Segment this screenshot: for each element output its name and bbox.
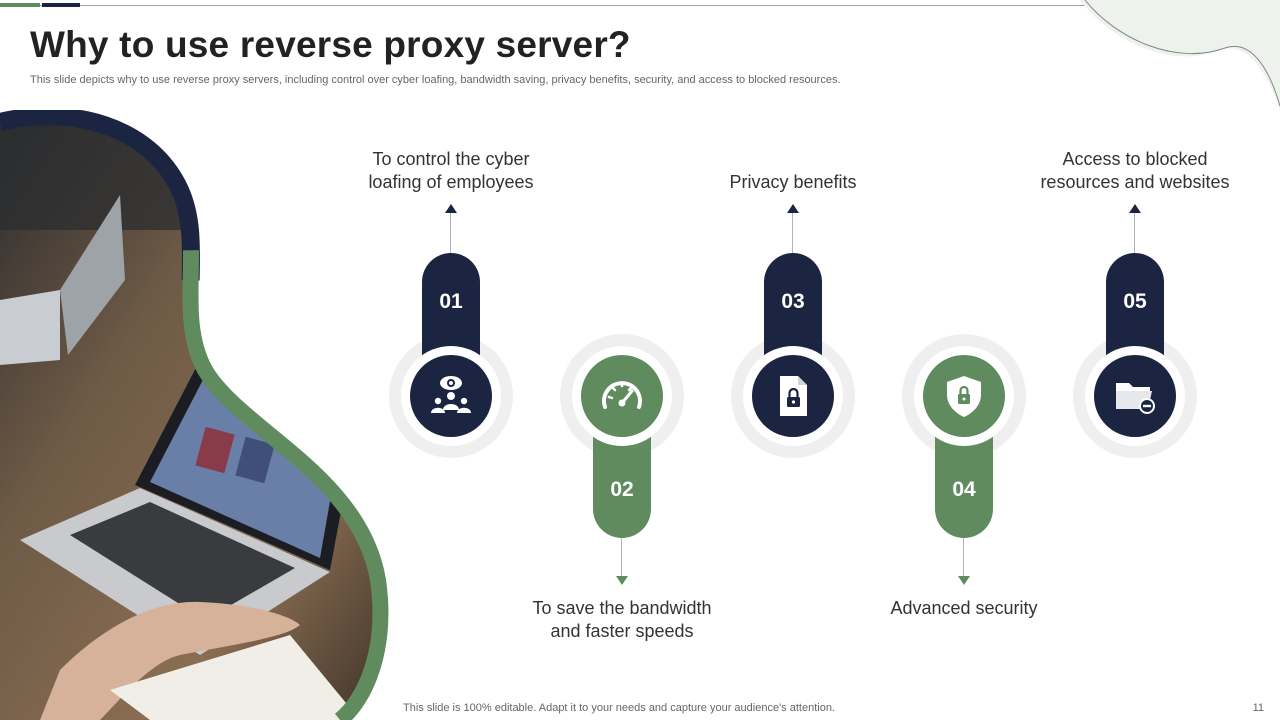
step-number: 02: [610, 478, 634, 501]
up-arrow-icon: [445, 204, 457, 213]
connector-line: [1134, 213, 1135, 255]
step-04: 04 Advanced security: [864, 0, 1064, 720]
corner-decoration: [1080, 0, 1280, 110]
header-accent-green: [0, 3, 40, 7]
folder-blocked-icon: [1094, 355, 1176, 437]
down-arrow-icon: [958, 576, 970, 585]
step-number: 01: [439, 290, 463, 313]
step-number: 03: [781, 290, 805, 313]
speedometer-icon: [581, 355, 663, 437]
slide-title: Why to use reverse proxy server?: [30, 24, 631, 65]
connector-line: [963, 538, 964, 576]
step-label: Advanced security: [890, 598, 1038, 618]
slide-subtitle: This slide depicts why to use reverse pr…: [30, 74, 841, 86]
locked-document-icon: [752, 355, 834, 437]
team-monitoring-icon: [410, 355, 492, 437]
header-accent-navy: [42, 3, 80, 7]
header-divider: [0, 5, 1090, 6]
step-label: Privacy benefits: [729, 172, 857, 192]
up-arrow-icon: [787, 204, 799, 213]
step-number: 05: [1123, 290, 1147, 313]
down-arrow-icon: [616, 576, 628, 585]
connector-line: [792, 213, 793, 255]
connector-line: [450, 213, 451, 255]
page-number: 11: [1252, 702, 1264, 714]
laptop-hand-photo: [0, 110, 390, 720]
footer-note: This slide is 100% editable. Adapt it to…: [403, 702, 835, 714]
up-arrow-icon: [1129, 204, 1141, 213]
step-03: Privacy benefits 03: [693, 0, 893, 720]
shield-lock-icon: [923, 355, 1005, 437]
connector-line: [621, 538, 622, 576]
step-number: 04: [952, 478, 976, 501]
